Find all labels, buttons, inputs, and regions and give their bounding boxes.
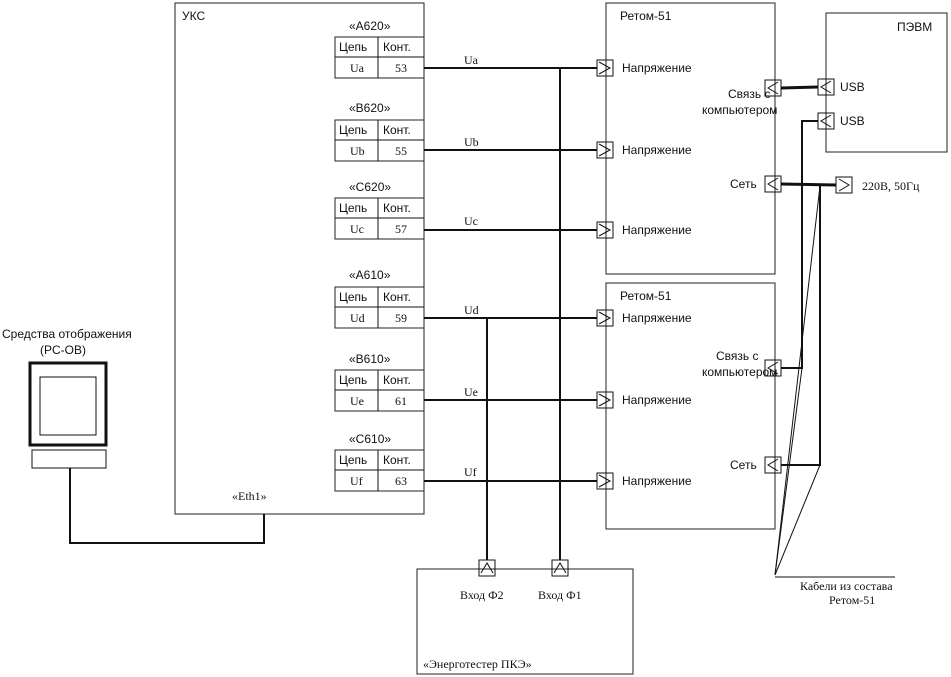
connector-icon	[596, 141, 614, 159]
contact-value: 59	[395, 311, 407, 325]
signal-wires: Ua Ub Uc Ud Ue Uf	[424, 53, 597, 560]
block-name: «C610»	[349, 432, 391, 446]
cables-note: Кабели из состава Ретом-51	[774, 185, 895, 607]
retom-top-title: Ретом-51	[620, 9, 672, 23]
col-circuit: Цепь	[339, 123, 367, 137]
retom-cables	[780, 85, 837, 466]
cables-note-line1: Кабели из состава	[800, 579, 893, 593]
contact-value: 55	[395, 144, 407, 158]
power-source: 220В, 50Гц	[835, 176, 920, 194]
pc-title: ПЭВМ	[897, 20, 932, 34]
signal-ue: Ue	[464, 385, 478, 399]
circuit-value: Uc	[350, 222, 364, 236]
col-contact: Конт.	[383, 290, 411, 304]
circuit-value: Ua	[350, 61, 365, 75]
input-label: Напряжение	[622, 61, 692, 75]
eth-cable	[69, 468, 265, 544]
circuit-value: Ub	[350, 144, 365, 158]
uks-block-b610: «B610» Цепь Конт. Ue 61	[334, 352, 425, 412]
connector-icon	[551, 559, 569, 577]
cables-note-line2: Ретом-51	[829, 593, 875, 607]
uks-box	[174, 2, 425, 515]
col-contact: Конт.	[383, 123, 411, 137]
contact-value: 53	[395, 61, 407, 75]
display-label-1: Средства отображения	[2, 327, 132, 341]
uks-block-c620: «C620» Цепь Конт. Uc 57	[334, 180, 425, 240]
usb-label: USB	[840, 114, 865, 128]
comm-label-1: Связь с	[716, 349, 759, 363]
block-name: «B620»	[349, 101, 391, 115]
block-name: «B610»	[349, 352, 391, 366]
col-circuit: Цепь	[339, 290, 367, 304]
input-label: Напряжение	[622, 223, 692, 237]
uks-block-b620: «B620» Цепь Конт. Ub 55	[334, 101, 425, 162]
comm-label-1: Связь с	[728, 87, 771, 101]
energotester-title: «Энерготестер ПКЭ»	[423, 657, 532, 671]
circuit-value: Ue	[350, 394, 364, 408]
monitor-screen	[39, 376, 97, 436]
col-circuit: Цепь	[339, 201, 367, 215]
input-label: Напряжение	[622, 474, 692, 488]
retom-bottom-title: Ретом-51	[620, 289, 672, 303]
comm-label-2: компьютером	[702, 103, 777, 117]
uks-block-c610: «C610» Цепь Конт. Uf 63	[334, 432, 425, 492]
net-label: Сеть	[730, 458, 757, 472]
col-circuit: Цепь	[339, 453, 367, 467]
usb-label: USB	[840, 80, 865, 94]
col-contact: Конт.	[383, 453, 411, 467]
input-label: Напряжение	[622, 311, 692, 325]
power-label: 220В, 50Гц	[862, 179, 920, 193]
signal-uc: Uc	[464, 214, 478, 228]
circuit-value: Uf	[350, 474, 363, 488]
pc-box	[825, 12, 948, 153]
signal-ub: Ub	[464, 135, 479, 149]
block-name: «C620»	[349, 180, 391, 194]
input-f1-label: Вход Ф1	[538, 588, 582, 602]
col-contact: Конт.	[383, 40, 411, 54]
contact-value: 61	[395, 394, 407, 408]
connector-icon	[596, 472, 614, 490]
input-f2-label: Вход Ф2	[460, 588, 504, 602]
connector-icon	[596, 391, 614, 409]
pc-box-group: ПЭВМ USB USB	[817, 12, 948, 153]
keyboard-icon	[31, 449, 107, 469]
col-circuit: Цепь	[339, 40, 367, 54]
signal-ud: Ud	[464, 303, 479, 317]
connector-icon	[596, 221, 614, 239]
retom-top: Ретом-51 Напряжение Напряжение Напряжени…	[596, 2, 782, 275]
input-label: Напряжение	[622, 393, 692, 407]
signal-uf: Uf	[464, 465, 477, 479]
display-label-2: (PC-OB)	[40, 343, 86, 357]
monitor-icon	[28, 361, 108, 447]
connector-icon	[596, 309, 614, 327]
block-name: «A620»	[349, 19, 391, 33]
energotester: Вход Ф2 Вход Ф1 «Энерготестер ПКЭ»	[416, 559, 634, 675]
comm-label-2: компьютером	[702, 365, 777, 379]
signal-ua: Ua	[464, 53, 479, 67]
col-circuit: Цепь	[339, 373, 367, 387]
retom-top-box	[605, 2, 776, 275]
net-label: Сеть	[730, 177, 757, 191]
block-name: «A610»	[349, 268, 391, 282]
uks-title: УКС	[182, 9, 205, 23]
retom-bottom-box	[605, 282, 776, 530]
connector-icon	[478, 559, 496, 577]
contact-value: 57	[395, 222, 407, 236]
col-contact: Конт.	[383, 201, 411, 215]
connector-icon	[596, 59, 614, 77]
uks-block-a610: «A610» Цепь Конт. Ud 59	[334, 268, 425, 329]
energotester-box	[416, 568, 634, 675]
retom-bottom: Ретом-51 Напряжение Напряжение Напряжени…	[596, 282, 782, 530]
uks-block-a620: «A620» Цепь Конт. Ua 53	[334, 19, 425, 79]
display-device: Средства отображения (PC-OB)	[2, 327, 265, 544]
uks-eth-label: «Eth1»	[232, 489, 267, 503]
input-label: Напряжение	[622, 143, 692, 157]
contact-value: 63	[395, 474, 407, 488]
col-contact: Конт.	[383, 373, 411, 387]
circuit-value: Ud	[350, 311, 365, 325]
